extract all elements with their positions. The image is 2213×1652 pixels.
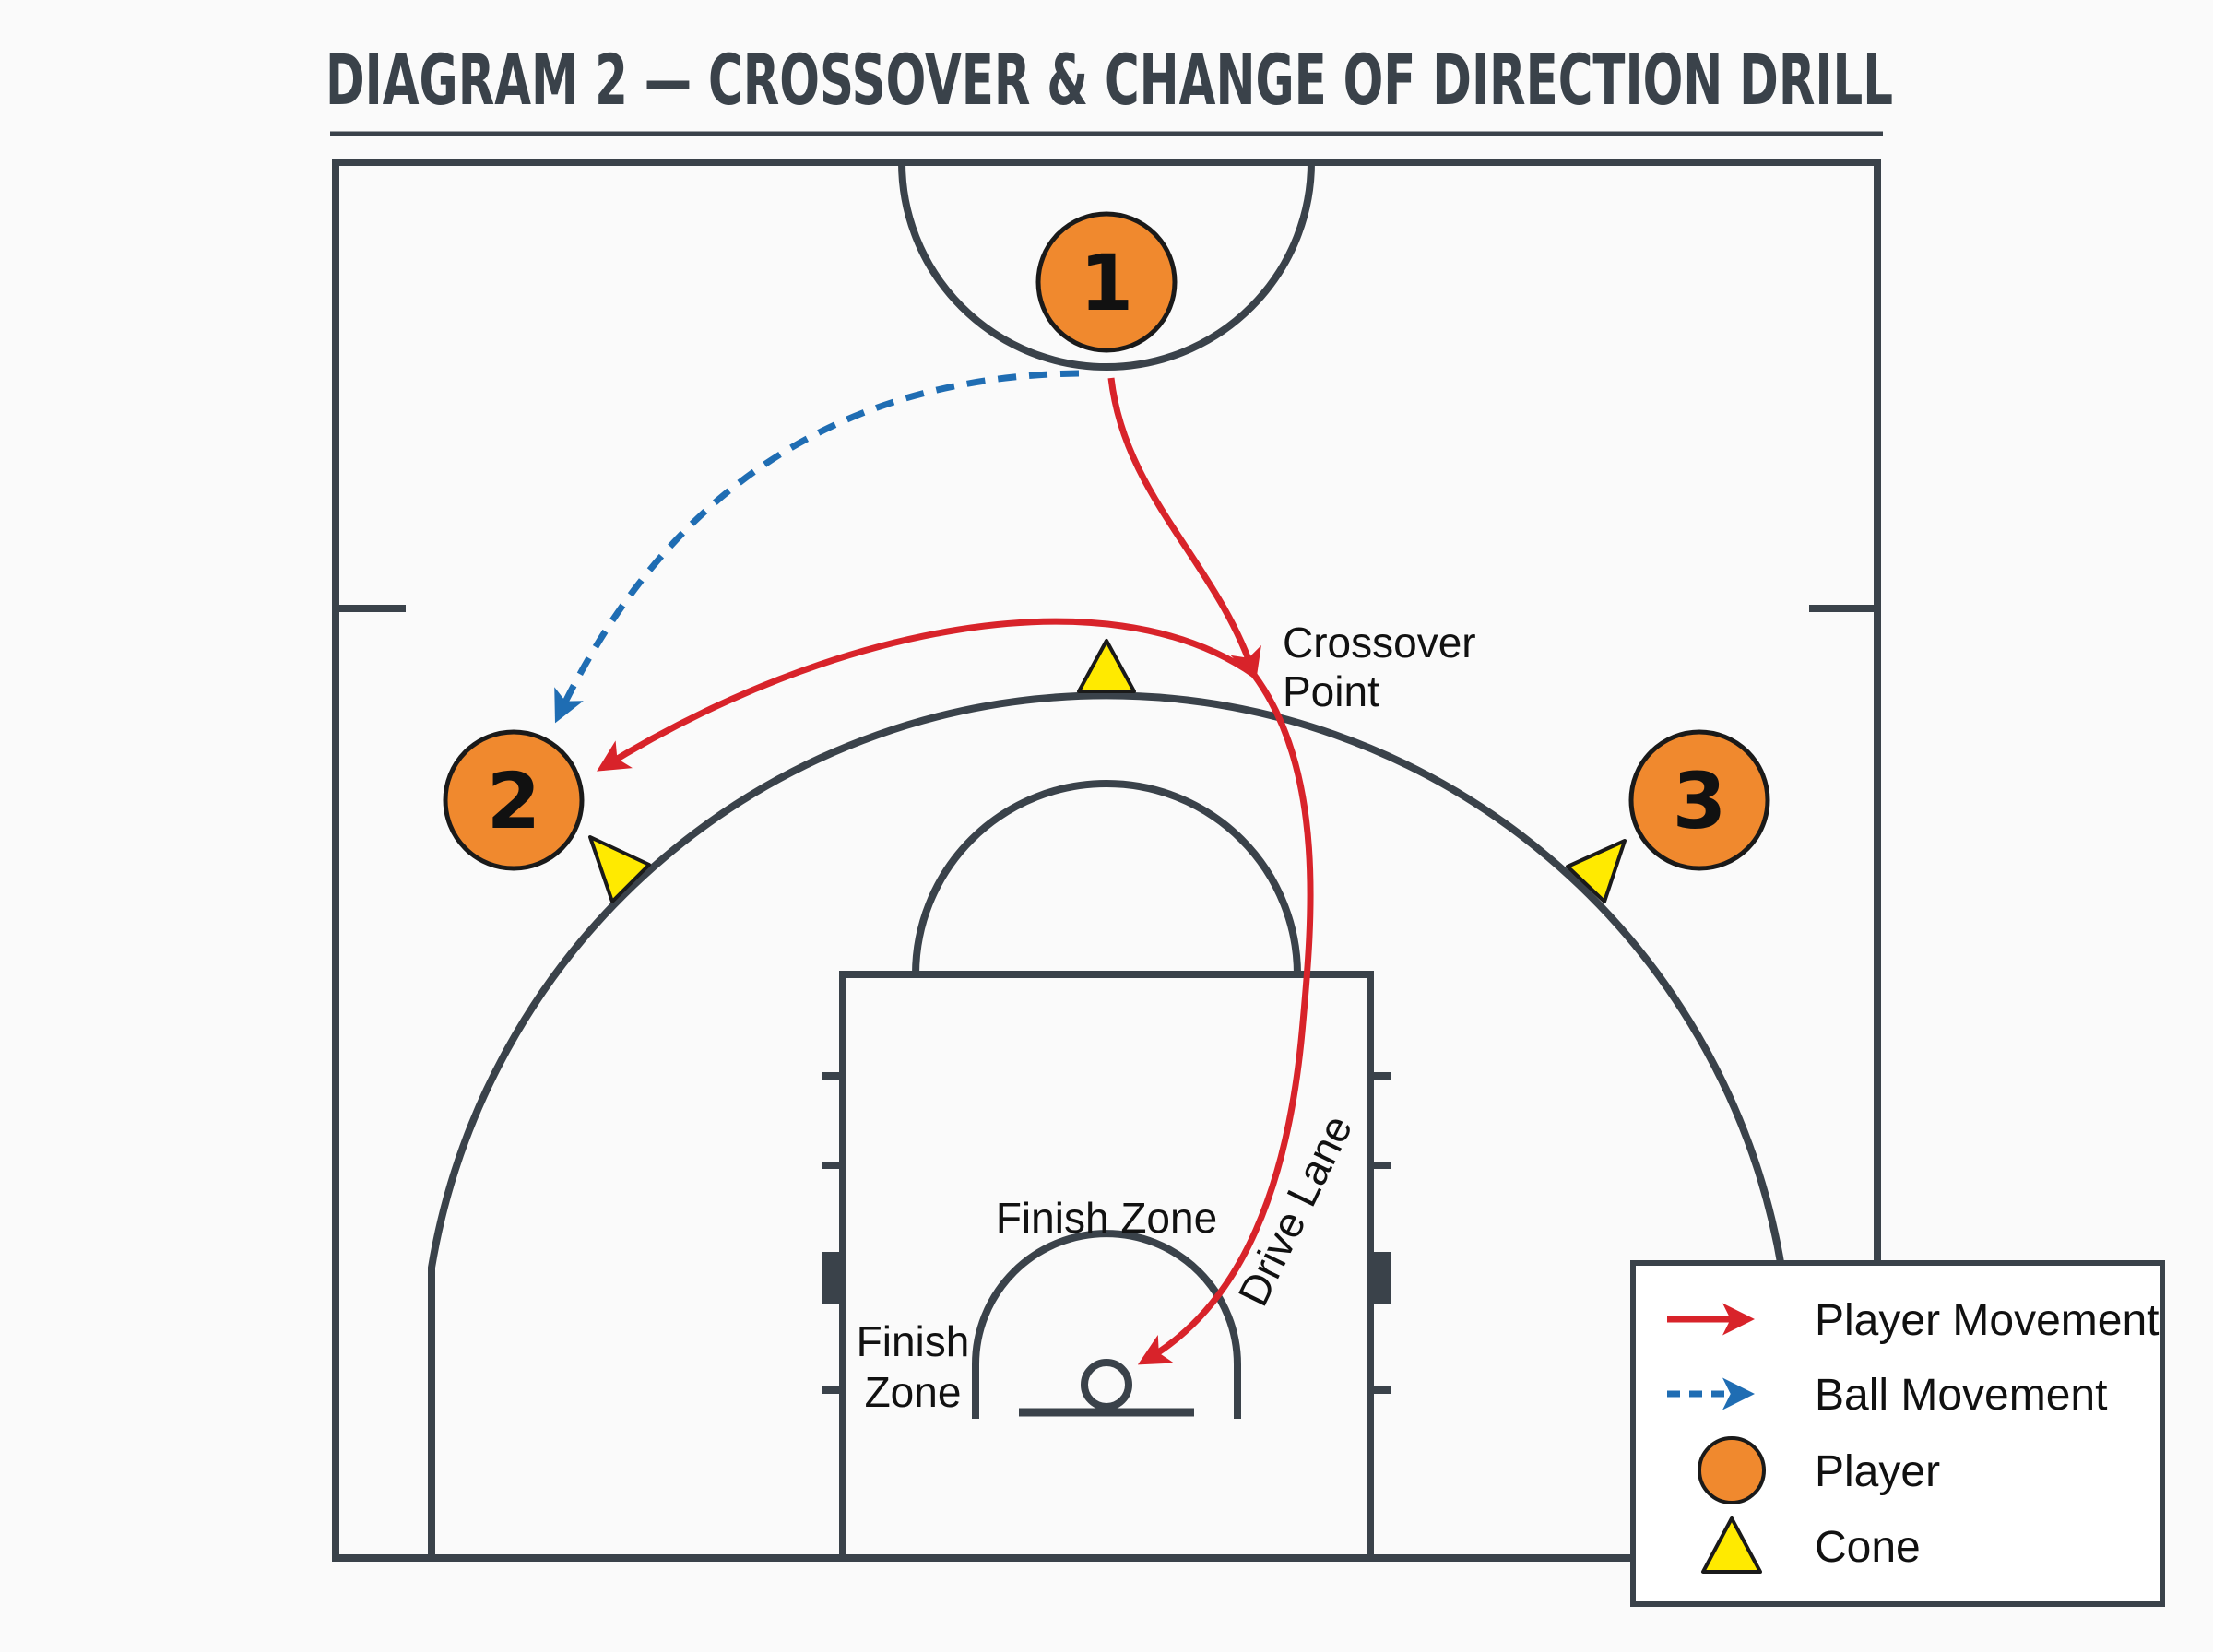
lane-block-left [822,1252,843,1304]
legend-player-label: Player [1815,1447,1940,1496]
ball-movement-pass [554,370,1080,724]
player-number: 3 [1673,756,1726,846]
restricted-area-arc [972,1230,1241,1419]
legend-cone-icon [1701,1516,1762,1574]
center-circle [898,161,1315,371]
player-marker [1628,729,1770,871]
player-movement-drive [1137,672,1314,1365]
player-3: 3 [1628,729,1770,871]
player-marker [1035,211,1178,353]
player-1: 1 [1035,211,1178,353]
player-number: 2 [487,756,540,846]
half-court [332,159,1881,1562]
lane-block-right [1370,1252,1391,1304]
cone-top [1077,639,1136,693]
cone-wing-right [1566,839,1627,903]
legend: Player Movement Ball Movement Player Con… [1630,1260,2165,1607]
finish-zone-label: Finish Zone [996,1194,1217,1242]
cone-wing-left [588,835,651,903]
player-movement-cut [1107,377,1261,681]
crossover-point-label: Crossover [1283,619,1476,667]
drive-lane-label: Drive Lane [1228,1108,1361,1314]
finish-zone-side-label: Finish [857,1317,970,1365]
free-throw-circle [912,780,1301,975]
player-2: 2 [443,729,585,871]
player-marker [443,729,585,871]
legend-ball-movement-label: Ball Movement [1815,1371,2107,1420]
crossover-point-label: Point [1283,667,1379,715]
finish-zone-side-label: Zone [865,1368,962,1416]
diagram-title: DIAGRAM 2 — CROSSOVER & CHANGE OF DIRECT… [325,39,1893,121]
legend-player-icon [1698,1436,1766,1504]
three-point-line [428,691,1785,1558]
legend-cone-label: Cone [1815,1523,1921,1572]
player-number: 1 [1080,238,1133,328]
legend-player-movement-label: Player Movement [1815,1296,2159,1345]
rim [1081,1359,1132,1410]
player-movement-crossover [597,618,1257,772]
